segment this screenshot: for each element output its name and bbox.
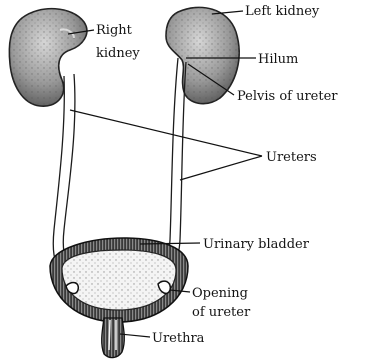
label-right-kidney-line2: kidney <box>96 45 140 62</box>
label-pelvis-of-ureter: Pelvis of ureter <box>237 88 338 105</box>
label-hilum: Hilum <box>258 51 298 68</box>
left-kidney <box>166 7 239 103</box>
label-left-kidney: Left kidney <box>245 3 319 20</box>
label-ureters: Ureters <box>266 149 317 166</box>
urethra <box>102 318 125 358</box>
label-urinary-bladder: Urinary bladder <box>203 236 309 253</box>
label-urethra: Urethra <box>152 330 204 347</box>
label-opening-of-ureter-line1: Opening <box>192 285 248 302</box>
label-right-kidney-line1: Right <box>96 22 132 39</box>
label-opening-of-ureter-line2: of ureter <box>192 304 250 321</box>
urinary-bladder <box>50 238 188 322</box>
